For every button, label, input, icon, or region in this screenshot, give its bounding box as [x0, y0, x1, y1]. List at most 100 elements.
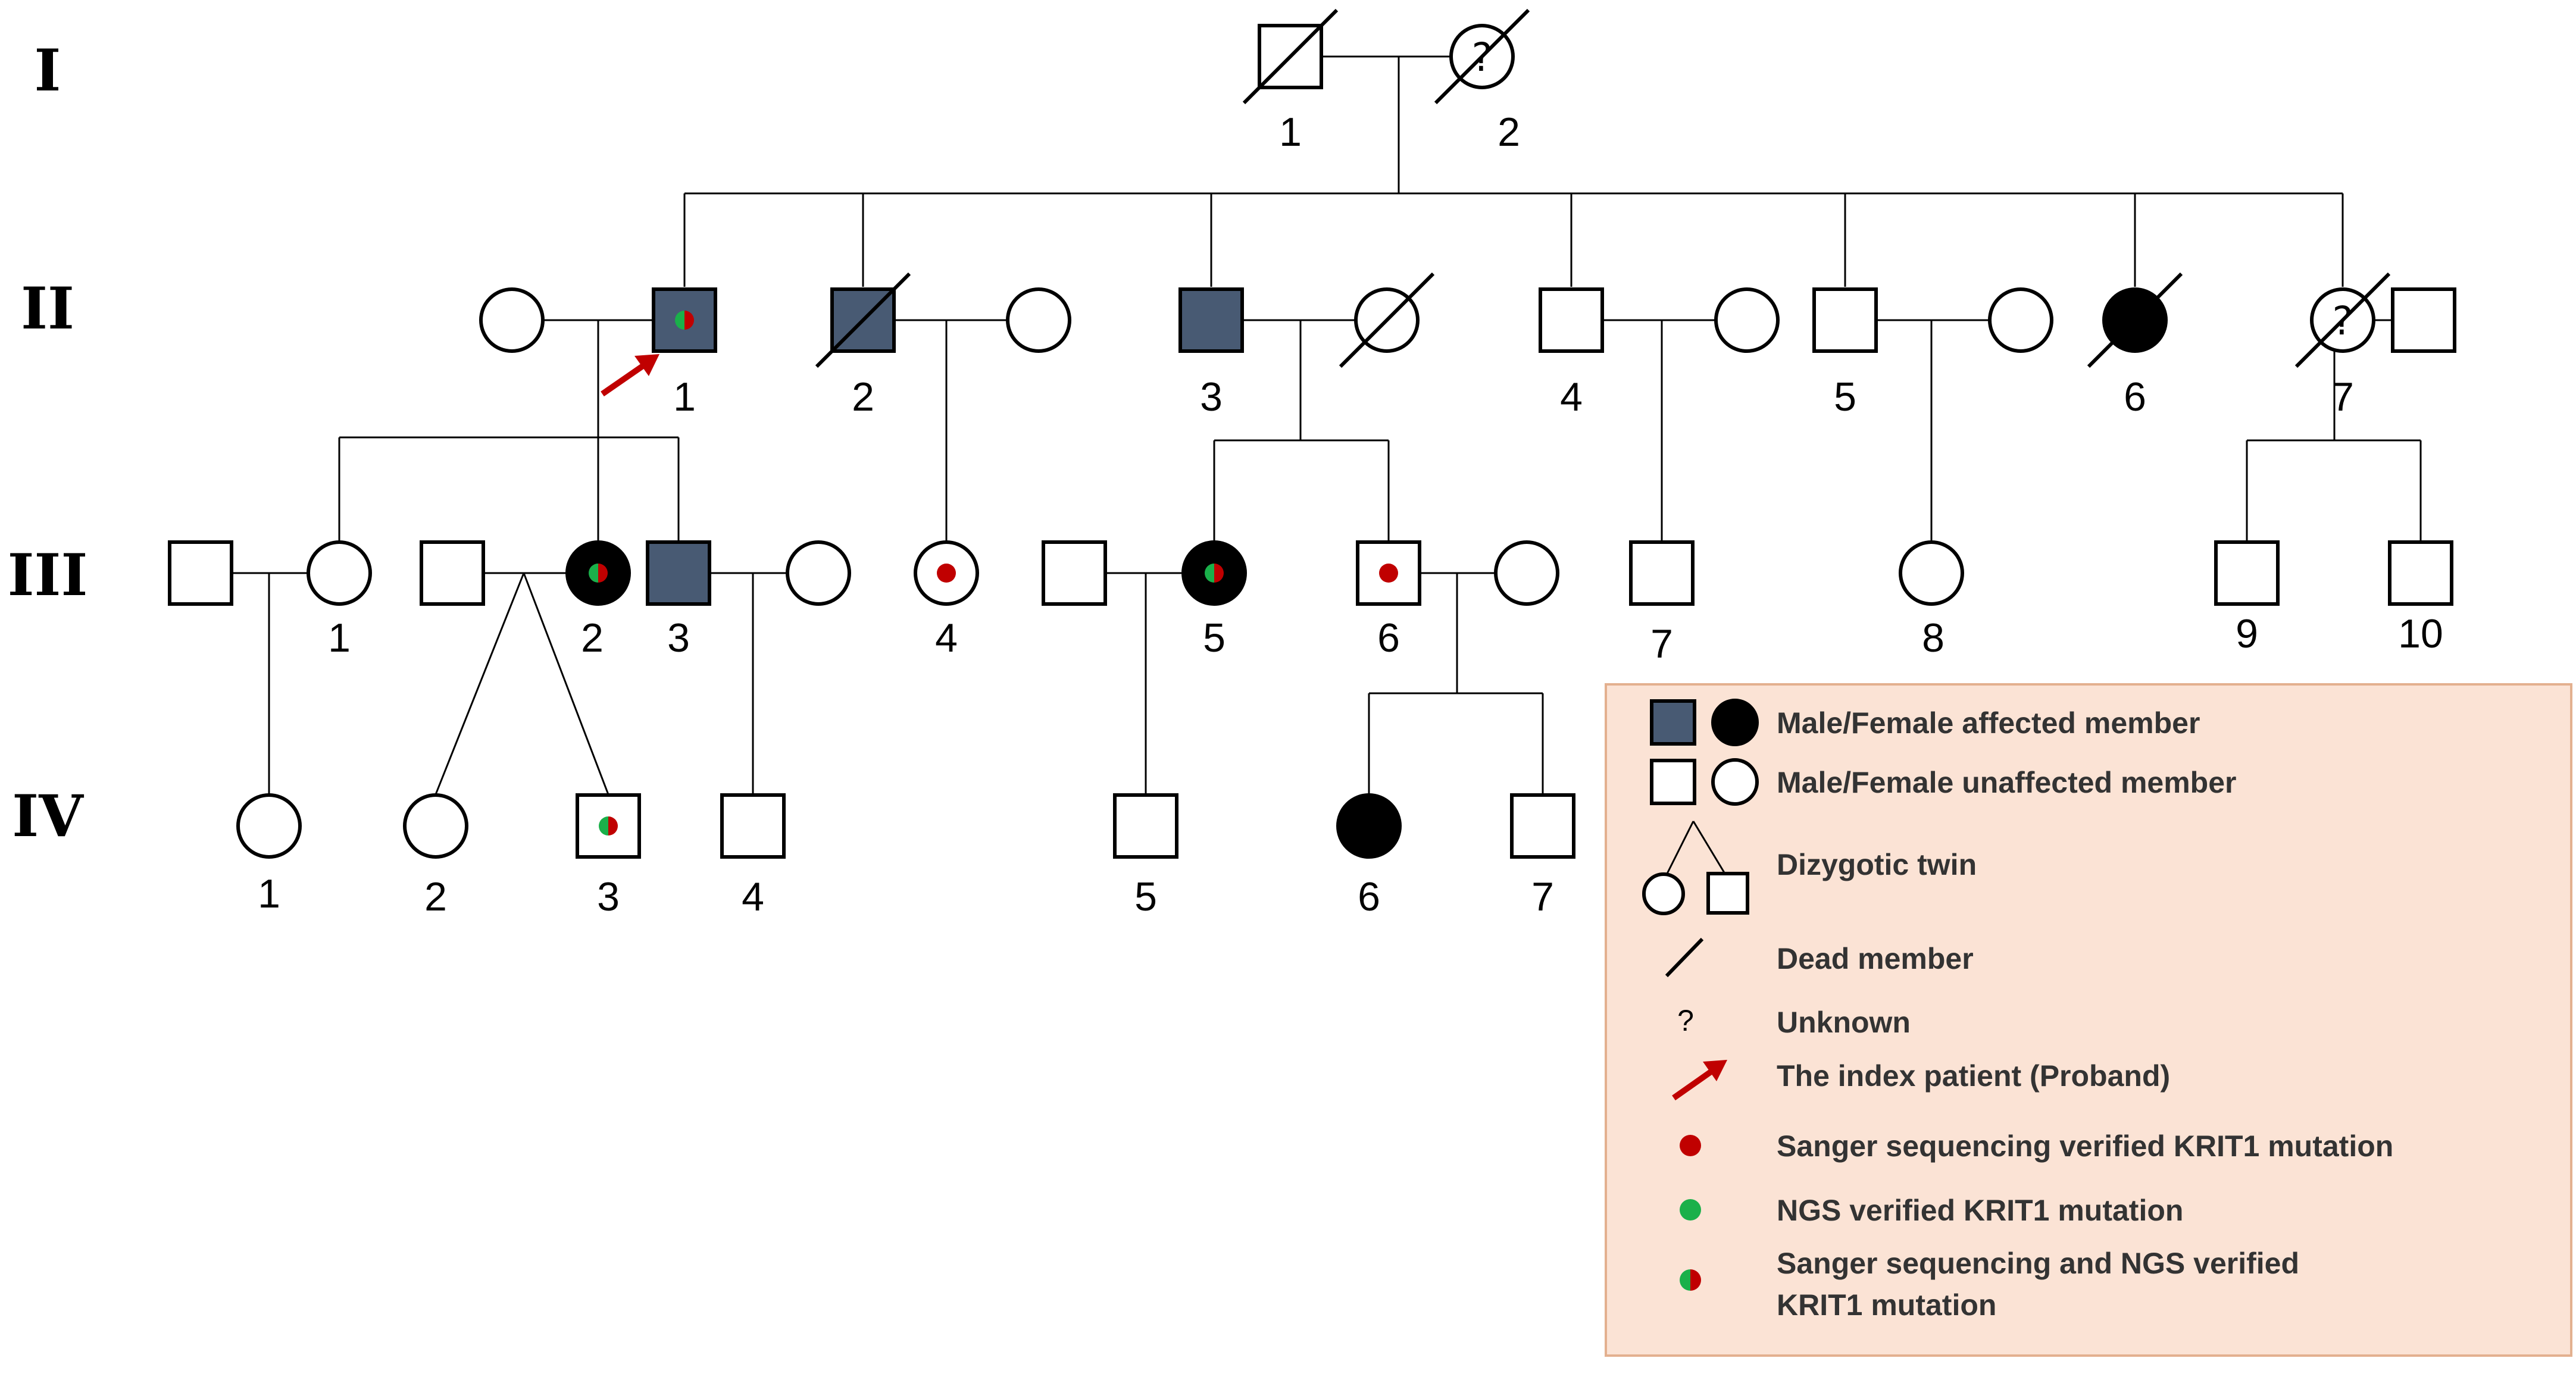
- member-ii-5-label: 5: [1834, 374, 1856, 420]
- member-ii-5-square: [1812, 287, 1878, 353]
- member-ii-7a: [2391, 287, 2456, 353]
- member-ii-2: 2: [815, 272, 911, 420]
- member-iv-1-circle: [236, 793, 302, 859]
- member-iv-5-square: [1113, 793, 1178, 859]
- member-iii-9-label: 9: [2236, 611, 2258, 656]
- member-ii-7a-square: [2391, 287, 2456, 353]
- member-iii-8: 8: [1899, 540, 1964, 661]
- member-iii-9-square: [2214, 540, 2280, 606]
- member-ii-3-label: 3: [1200, 374, 1223, 420]
- member-ii-4a-circle: [1714, 287, 1780, 353]
- member-iv-5-label: 5: [1134, 874, 1157, 919]
- legend-box: [1605, 683, 2572, 1357]
- member-iii-1-circle: [307, 540, 372, 606]
- member-iv-3: 3: [576, 793, 641, 919]
- generation-label-ii: II: [21, 275, 74, 342]
- legend-twin-line-right: [1692, 821, 1726, 874]
- member-iv-3-mutation-dot-red: [608, 816, 618, 835]
- member-i-2: ?2: [1434, 8, 1530, 155]
- legend-both-dot-red: [1690, 1269, 1701, 1291]
- legend-dead-label: Dead member: [1777, 942, 1974, 975]
- member-i-1-label: 1: [1279, 109, 1302, 155]
- member-ii-3a-deceased-slash: [1339, 272, 1435, 368]
- member-iii-5: 5: [1181, 540, 1247, 661]
- legend-both-label-line2: KRIT1 mutation: [1777, 1288, 1996, 1322]
- legend-sanger-label: Sanger sequencing verified KRIT1 mutatio…: [1777, 1129, 2393, 1163]
- member-iv-2: 2: [403, 793, 468, 919]
- legend-both-dot: [1680, 1269, 1701, 1291]
- member-iv-4-square: [720, 793, 786, 859]
- legend-both-dot-green: [1680, 1269, 1690, 1291]
- member-iii-5a-square: [1042, 540, 1107, 606]
- member-iii-2: 2: [565, 540, 631, 661]
- legend-ngs-dot: [1680, 1199, 1701, 1221]
- legend-unaffected-female-symbol: [1711, 758, 1759, 806]
- member-iii-4-mutation-dot: [937, 564, 956, 583]
- member-iii-1-label: 1: [328, 615, 351, 661]
- legend-proband-arrow-head: [1703, 1060, 1727, 1081]
- member-iii-10-square: [2388, 540, 2453, 606]
- member-iv-1-label: 1: [258, 871, 280, 916]
- member-iii-6-label: 6: [1377, 615, 1400, 661]
- legend-affected-label: Male/Female affected member: [1777, 706, 2200, 740]
- member-iv-6: 6: [1336, 793, 1402, 919]
- member-iii-2a-square: [420, 540, 485, 606]
- legend-unknown-symbol: ?: [1677, 1004, 1694, 1037]
- member-ii-1: 1: [652, 287, 717, 420]
- member-iii-3-label: 3: [667, 615, 690, 661]
- member-iii-10: 10: [2388, 540, 2453, 656]
- member-iii-5-mutation-dot-red: [1214, 564, 1224, 583]
- legend-unaffected-male-symbol: [1650, 759, 1696, 805]
- member-ii-4-square: [1539, 287, 1604, 353]
- member-iv-6-circle: [1336, 793, 1402, 859]
- legend-proband-arrow: [1672, 1060, 1727, 1101]
- member-iv-5: 5: [1113, 793, 1178, 919]
- member-iii-2-label: 2: [581, 615, 604, 661]
- member-iii-8-circle: [1899, 540, 1964, 606]
- member-iv-4: 4: [720, 793, 786, 919]
- member-iv-7-square: [1510, 793, 1575, 859]
- legend-affected-female-symbol: [1711, 699, 1759, 746]
- member-ii-7-deceased-slash: [2294, 272, 2391, 368]
- member-ii-4-label: 4: [1560, 374, 1583, 420]
- member-iii-6: 6: [1356, 540, 1421, 661]
- member-ii-1a: [479, 287, 545, 353]
- member-ii-2-label: 2: [852, 374, 874, 420]
- member-iii-7-square: [1629, 540, 1695, 606]
- member-iii-4-label: 4: [935, 615, 958, 661]
- member-iii-7-label: 7: [1650, 621, 1673, 666]
- proband-arrow-shaft: [601, 363, 645, 397]
- member-iii-4: 4: [914, 540, 979, 661]
- member-iv-1: 1: [236, 793, 302, 916]
- member-iii-9: 9: [2214, 540, 2280, 656]
- member-iii-6-mutation-dot: [1379, 564, 1398, 583]
- member-iii-1: 1: [307, 540, 372, 661]
- member-ii-1-mutation-dot-red: [684, 311, 694, 330]
- member-iii-1a: [168, 540, 233, 606]
- member-iii-10-label: 10: [2398, 611, 2443, 656]
- member-iv-3-label: 3: [597, 874, 620, 919]
- legend: Male/Female affected member Male/Female …: [1605, 683, 2572, 1357]
- member-ii-2a-circle: [1006, 287, 1071, 353]
- member-iv-7: 7: [1510, 793, 1575, 919]
- member-iii-1a-square: [168, 540, 233, 606]
- member-ii-5: 5: [1812, 287, 1878, 420]
- legend-twin-label: Dizygotic twin: [1777, 848, 1977, 881]
- member-ii-4: 4: [1539, 287, 1604, 420]
- member-iii-3a-circle: [786, 540, 851, 606]
- member-ii-6-deceased-slash: [2087, 272, 2183, 368]
- member-iv-4-label: 4: [742, 874, 764, 919]
- member-i-2-deceased-slash: [1434, 8, 1530, 105]
- generation-label-iv: IV: [12, 783, 84, 850]
- pedigree-connectors: [233, 55, 2424, 795]
- legend-ngs-label: NGS verified KRIT1 mutation: [1777, 1194, 2183, 1227]
- member-i-1: 1: [1242, 8, 1339, 155]
- legend-affected-male-symbol: [1650, 699, 1696, 746]
- member-iii-3-square: [646, 540, 711, 606]
- legend-dead-symbol: [1665, 937, 1704, 978]
- member-ii-5a: [1988, 287, 2053, 353]
- twin-line-iv3: [523, 572, 609, 795]
- member-iii-3a: [786, 540, 851, 606]
